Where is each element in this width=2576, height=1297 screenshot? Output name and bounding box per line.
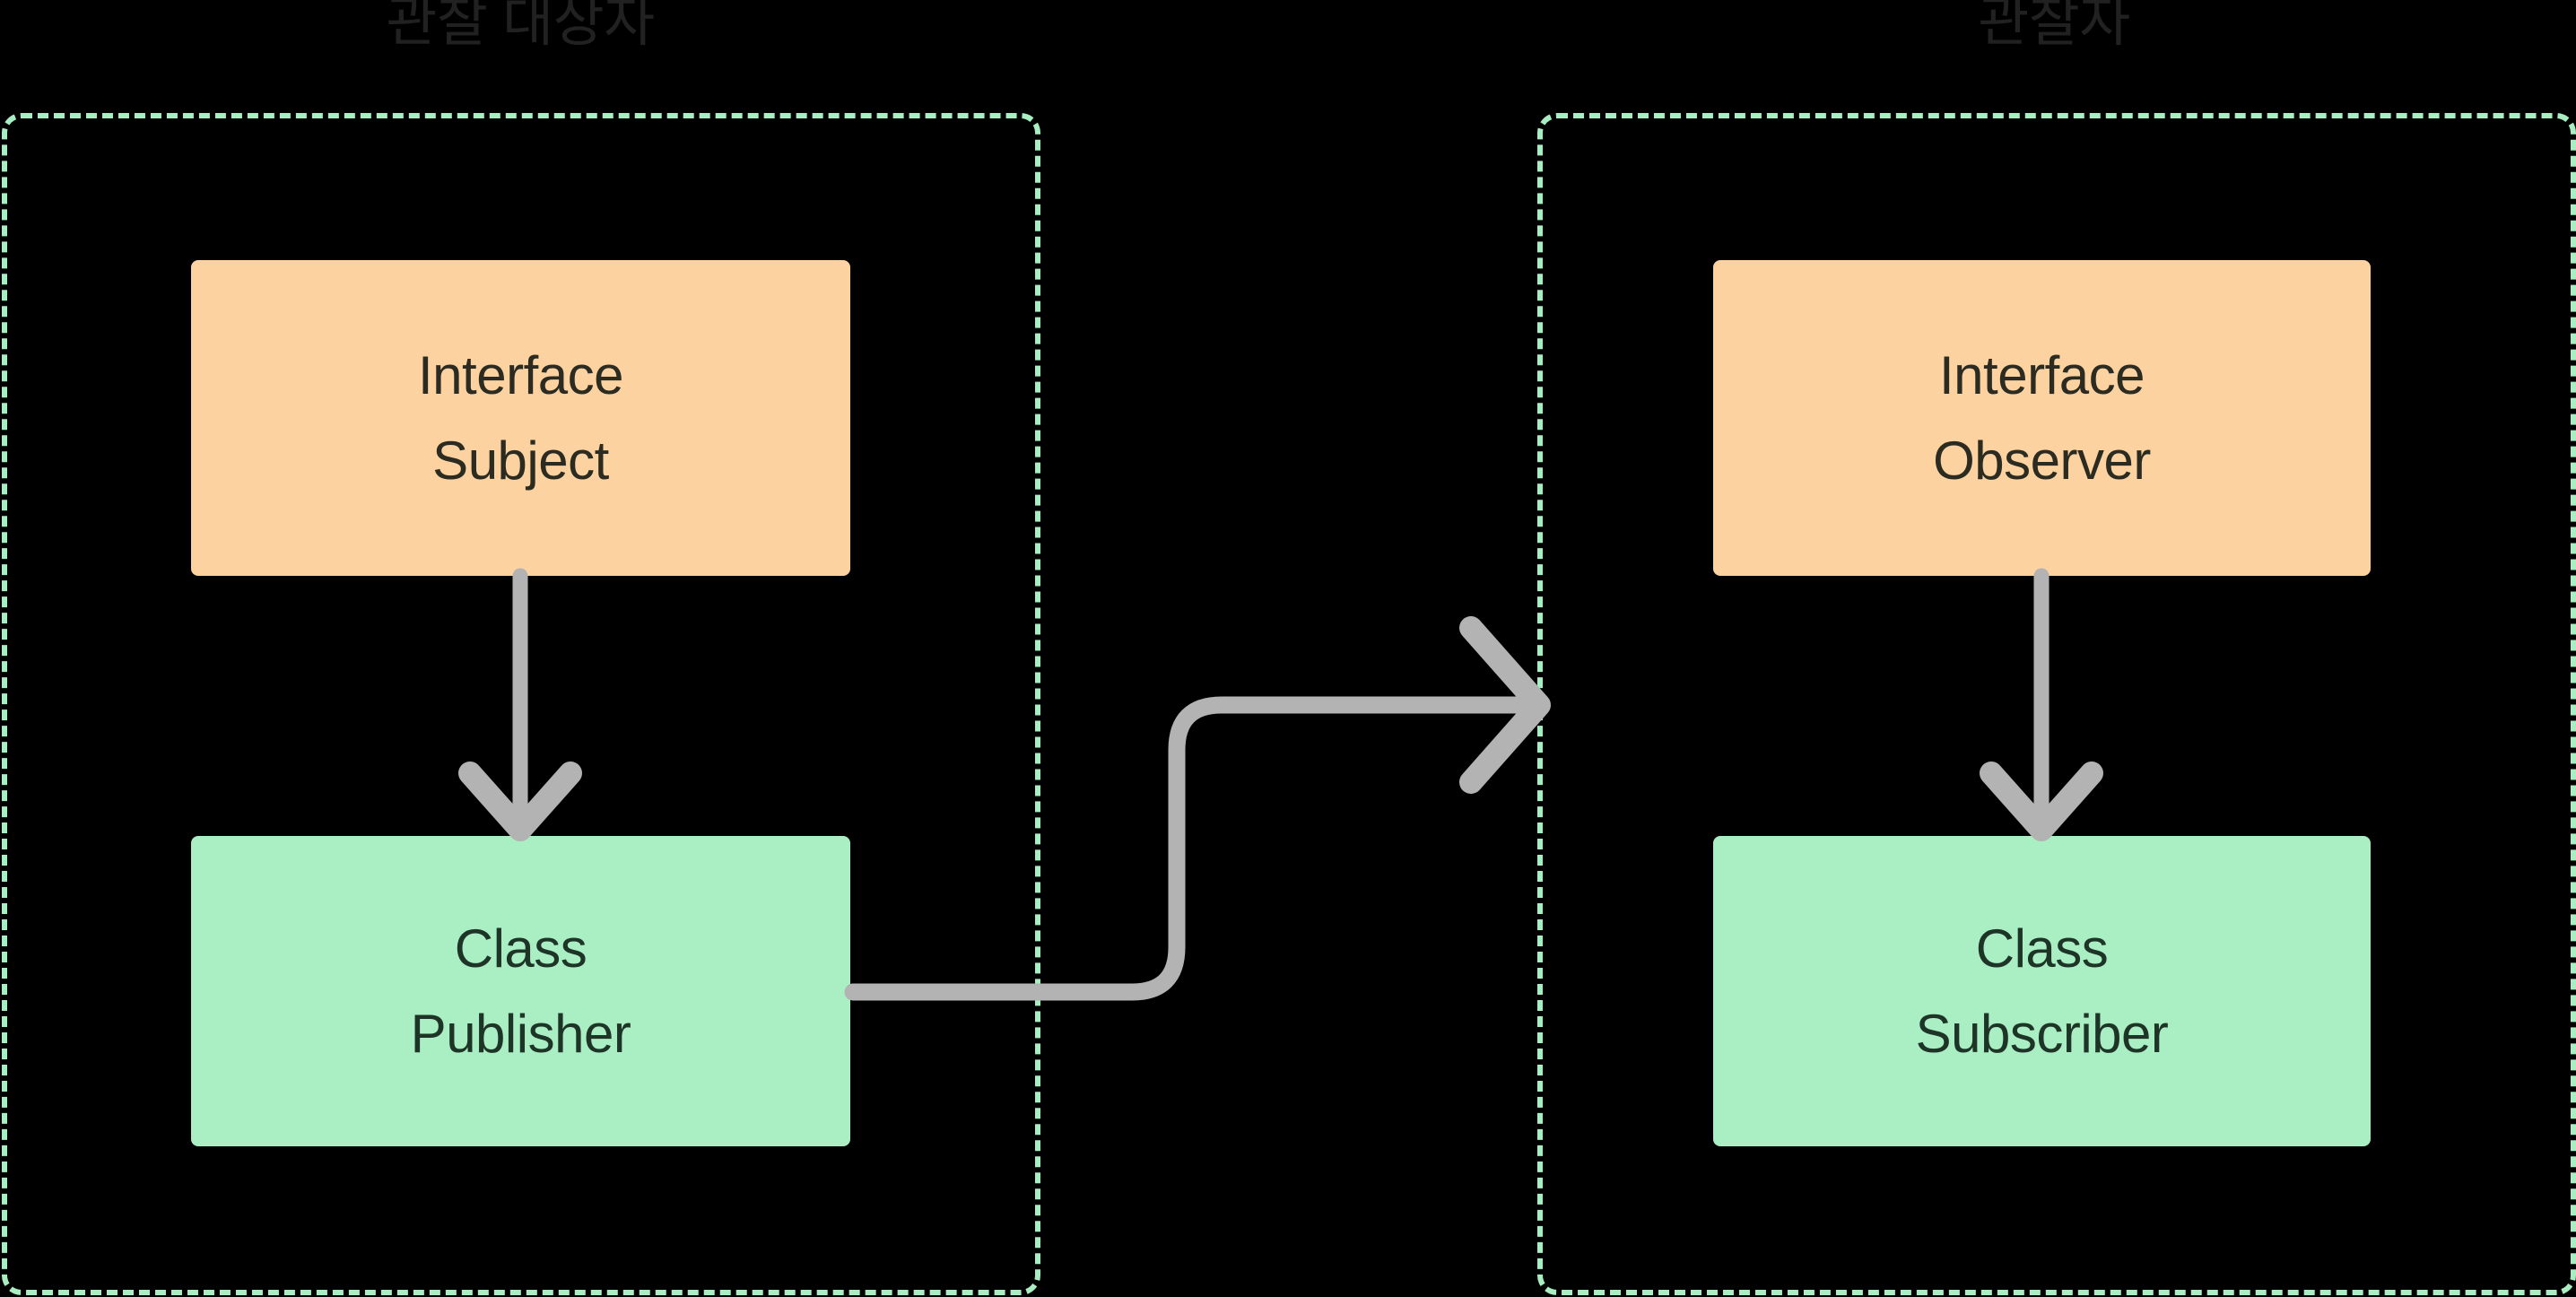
node-stereotype-label: Interface xyxy=(418,344,623,405)
group-title-observed-subject: 관찰 대상자 xyxy=(386,0,655,53)
node-class-subscriber[interactable]: Class Subscriber xyxy=(1713,836,2371,1146)
node-interface-observer[interactable]: Interface Observer xyxy=(1713,260,2371,576)
node-name-label: Observer xyxy=(1933,431,2151,491)
node-stereotype-label: Class xyxy=(454,918,587,979)
group-title-observer: 관찰자 xyxy=(1978,0,2130,53)
node-name-label: Publisher xyxy=(410,1004,631,1064)
node-name-label: Subject xyxy=(432,431,609,491)
node-interface-subject[interactable]: Interface Subject xyxy=(191,260,850,576)
node-name-label: Subscriber xyxy=(1915,1004,2169,1064)
arrowhead-right-icon xyxy=(1459,616,1551,794)
node-class-publisher[interactable]: Class Publisher xyxy=(191,836,850,1146)
node-stereotype-label: Class xyxy=(1975,918,2109,979)
node-stereotype-label: Interface xyxy=(1939,344,2145,405)
